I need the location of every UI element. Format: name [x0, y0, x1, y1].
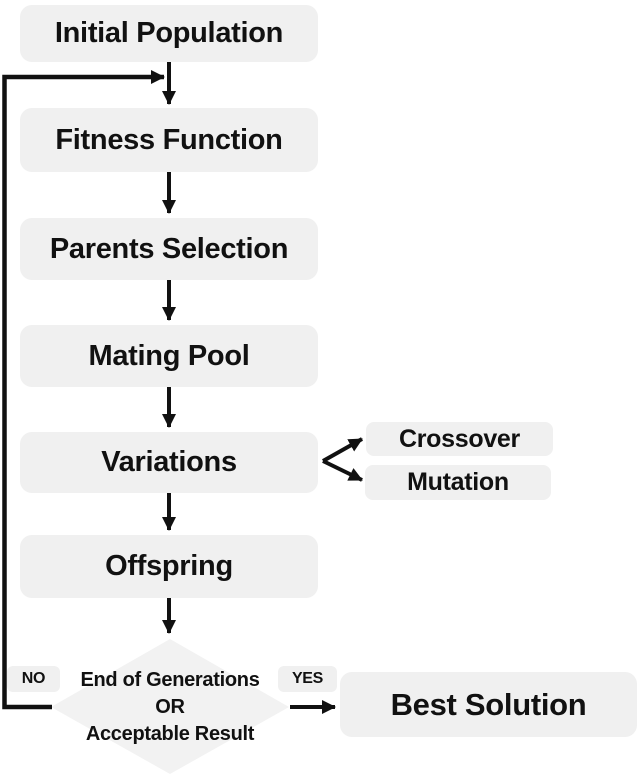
node-initial-population: Initial Population [20, 5, 318, 62]
node-mating-pool: Mating Pool [20, 325, 318, 387]
node-offspring: Offspring [20, 535, 318, 598]
decision-line-3: Acceptable Result [85, 723, 255, 745]
edge-variations-to-crossover [322, 437, 363, 463]
node-offspring-label: Offspring [105, 550, 233, 582]
edge-no-loop [2, 70, 165, 710]
node-mutation: Mutation [365, 465, 551, 500]
node-fitness-function-label: Fitness Function [55, 123, 283, 156]
node-variations: Variations [20, 432, 318, 493]
edge-label-no: NO [7, 666, 60, 692]
decision-line-1: End of Generations [80, 669, 260, 691]
node-fitness-function: Fitness Function [20, 108, 318, 172]
node-parents-selection-label: Parents Selection [49, 232, 289, 265]
node-variations-label: Variations [101, 446, 237, 478]
node-initial-population-label: Initial Population [54, 17, 284, 49]
node-crossover: Crossover [366, 422, 553, 456]
node-parents-selection: Parents Selection [20, 218, 318, 280]
edge-label-yes-text: YES [291, 670, 324, 687]
node-mating-pool-label: Mating Pool [88, 339, 250, 372]
decision-diamond-text: End of Generations OR Acceptable Result [50, 667, 290, 748]
decision-line-2: OR [155, 696, 185, 718]
node-best-solution: Best Solution [340, 672, 637, 737]
node-mutation-label: Mutation [407, 468, 509, 496]
node-best-solution-label: Best Solution [390, 686, 587, 722]
node-crossover-label: Crossover [399, 424, 520, 453]
decision-diamond-shape [51, 639, 289, 774]
edge-label-yes: YES [278, 666, 337, 692]
edge-variations-to-mutation [322, 459, 363, 482]
edge-label-no-text: NO [21, 670, 46, 687]
